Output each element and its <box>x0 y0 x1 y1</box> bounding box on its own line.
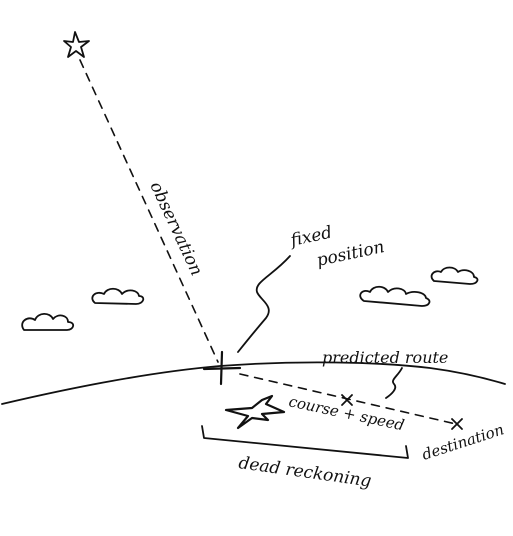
star-icon <box>63 31 90 58</box>
airplane-icon <box>224 394 286 430</box>
observation-label: observation <box>145 179 206 279</box>
predicted-route-pointer <box>385 367 403 399</box>
dead-reckoning-bracket <box>201 425 409 459</box>
destination-x-icon <box>451 418 463 430</box>
crosshair-icon <box>202 350 242 386</box>
dead-reckoning-label: dead reckoning <box>237 453 372 491</box>
observation-line <box>79 59 219 363</box>
cloud-left <box>21 312 75 331</box>
destination-label: destination <box>420 420 507 463</box>
x-mark-icon <box>341 394 353 406</box>
predicted-route-label: predicted route <box>322 348 448 367</box>
fixed-position-label-line1: fixed <box>287 223 334 252</box>
cloud-far-right <box>430 266 479 285</box>
cloud-middle <box>91 287 145 305</box>
horizon-line <box>1 361 506 405</box>
fixed-position-pointer <box>237 255 291 353</box>
cloud-right <box>359 285 431 307</box>
